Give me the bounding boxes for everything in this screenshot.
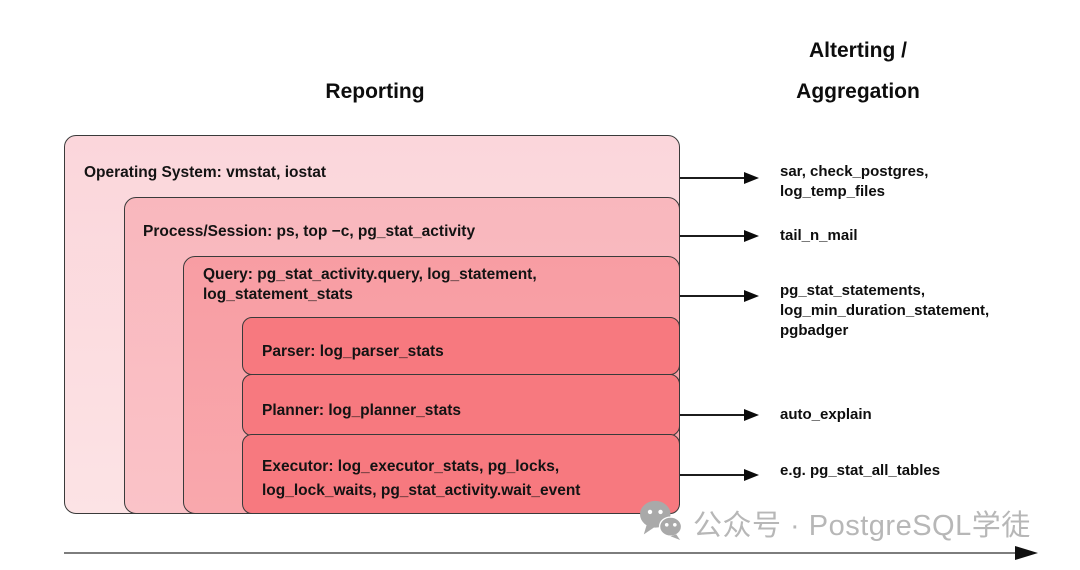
- tools-for-planner: auto_explain: [780, 405, 872, 425]
- tools-query-line2: log_min_duration_statement,: [780, 302, 990, 319]
- arrow-process-to-tools: [680, 230, 759, 242]
- tools-for-executor: e.g. pg_stat_all_tables: [780, 461, 940, 481]
- axis-shaft: [64, 552, 1016, 554]
- tools-query-line3: pgbadger: [780, 322, 849, 339]
- arrow-query-to-tools: [680, 290, 759, 302]
- arrow-os-to-tools: [680, 172, 759, 184]
- layer-box-executor: [242, 434, 680, 514]
- tools-executor-line1: e.g. pg_stat_all_tables: [780, 462, 941, 479]
- alerting-aggregation-column-title: Alterting / Aggregation: [758, 30, 958, 112]
- watermark-text: 公众号 · PostgreSQL学徒: [693, 509, 1031, 542]
- layer-box-parser: [242, 317, 680, 375]
- planner-label: Planner: log_planner_stats: [262, 402, 461, 419]
- tools-for-query: pg_stat_statements, log_min_duration_sta…: [780, 281, 989, 341]
- tools-query-line1: pg_stat_statements,: [780, 282, 926, 299]
- query-label: Query: pg_stat_activity.query, log_state…: [203, 265, 537, 305]
- alerting-title-line1: Alterting /: [809, 39, 907, 62]
- arrow-shaft: [680, 235, 746, 237]
- executor-label: Executor: log_executor_stats, pg_locks, …: [262, 455, 580, 503]
- alerting-title-line2: Aggregation: [796, 80, 920, 103]
- arrow-shaft: [680, 295, 746, 297]
- arrow-shaft: [680, 474, 746, 476]
- arrow-shaft: [680, 414, 746, 416]
- tools-os-line2: log_temp_files: [780, 183, 886, 200]
- executor-label-line1: Executor: log_executor_stats, pg_locks,: [262, 458, 560, 475]
- tools-planner-line1: auto_explain: [780, 406, 872, 423]
- parser-label: Parser: log_parser_stats: [262, 343, 444, 360]
- tools-process-line1: tail_n_mail: [780, 227, 858, 244]
- operating-system-label: Operating System: vmstat, iostat: [84, 164, 327, 181]
- wechat-icon: [638, 499, 684, 546]
- arrow-head-icon: [744, 469, 759, 481]
- query-label-line1: Query: pg_stat_activity.query, log_state…: [203, 266, 537, 283]
- tools-for-os: sar, check_postgres, log_temp_files: [780, 162, 928, 202]
- tools-for-process: tail_n_mail: [780, 226, 858, 246]
- bottom-axis-arrow: [64, 545, 1039, 561]
- executor-label-line2: log_lock_waits, pg_stat_activity.wait_ev…: [262, 482, 581, 499]
- query-label-line2: log_statement_stats: [203, 286, 353, 303]
- arrow-shaft: [680, 177, 746, 179]
- reporting-column-title: Reporting: [325, 80, 425, 103]
- axis-arrow-head-icon: [1015, 546, 1038, 560]
- arrow-head-icon: [744, 172, 759, 184]
- arrow-head-icon: [744, 230, 759, 242]
- arrow-planner-to-tools: [680, 409, 759, 421]
- arrow-head-icon: [744, 290, 759, 302]
- tools-os-line1: sar, check_postgres,: [780, 163, 929, 180]
- process-session-label: Process/Session: ps, top −c, pg_stat_act…: [143, 223, 476, 240]
- watermark: 公众号 · PostgreSQL学徒: [638, 499, 1031, 546]
- arrow-head-icon: [744, 409, 759, 421]
- arrow-executor-to-tools: [680, 469, 759, 481]
